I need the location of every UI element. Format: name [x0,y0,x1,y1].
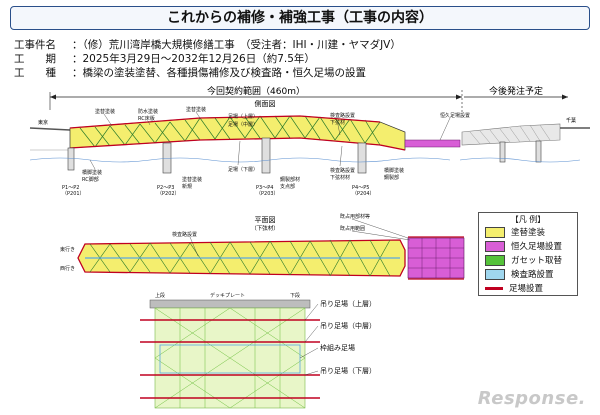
svg-text:（P202）: （P202） [157,191,180,197]
svg-text:橋脚塗装: 橋脚塗装 [82,169,102,176]
svg-text:既占用範囲: 既占用範囲 [340,225,365,232]
svg-text:検査路設置: 検査路設置 [330,167,355,174]
svg-text:新規: 新規 [182,183,192,190]
svg-text:検査路設置: 検査路設置 [172,231,197,238]
svg-text:下弦材: 下弦材 [330,119,345,126]
contract-range: 今回契約範囲（460m） [49,85,463,112]
plan-view: 東行き 西行き 検査路設置 既占用部材等 既占用範囲 [60,213,465,280]
svg-text:枠組み足場: 枠組み足場 [320,343,355,352]
side-view-title: 側面図 [255,99,276,108]
svg-text:（P204）: （P204） [352,191,375,197]
info-row-period: 工 期：2025年3月29日～2032年12月26日（約7.5年） [14,53,315,65]
svg-text:下弦材材: 下弦材材 [330,174,350,181]
page-title: これからの補修・補強工事（工事の内容） [10,6,590,30]
svg-text:支点部: 支点部 [280,183,295,190]
info-row-name: 工事件名：（修）荒川湾岸橋大規模修繕工事 （受注者：IHI・川建・ヤマダJV） [14,39,401,51]
legend: 【凡 例】 塗替塗装 恒久足場設置 ガセット取替 検査路設置 足場設置 [478,212,578,296]
svg-text:P2～P3: P2～P3 [157,185,174,191]
cross-section: 上段 デッキプレート 下段 吊り足場（上層） 吊り足場（中層） 枠組み足場 吊り… [140,292,376,409]
svg-text:恒久足場設置: 恒久足場設置 [440,112,470,119]
svg-text:鋼製部: 鋼製部 [384,174,399,181]
svg-text:西行き: 西行き [60,265,75,272]
svg-text:塗替塗装: 塗替塗装 [186,106,206,113]
svg-text:吊り足場（中層）: 吊り足場（中層） [320,321,376,330]
legend-swatch [485,268,505,280]
side-left-end: 東京 [38,119,48,126]
svg-text:検査路設置: 検査路設置 [330,112,355,119]
legend-item-painting: 塗替塗装 [479,225,577,239]
watermark-logo: Response. [477,388,586,409]
svg-text:P3～P4: P3～P4 [256,185,273,191]
future-range-label: 今後発注予定 [489,85,543,97]
svg-text:下段: 下段 [290,292,300,299]
legend-title: 【凡 例】 [510,215,546,224]
svg-text:（P201）: （P201） [62,191,85,197]
svg-text:RC床版: RC床版 [138,115,155,122]
svg-text:足場（下層）: 足場（下層） [228,166,258,173]
svg-text:塗替塗装: 塗替塗装 [182,176,202,183]
svg-text:塗替塗装: 塗替塗装 [95,108,115,115]
svg-text:既占用部材等: 既占用部材等 [340,213,370,220]
legend-item-scaffold: 足場設置 [479,281,577,295]
svg-text:足場（中層）: 足場（中層） [228,121,258,128]
legend-swatch [485,240,505,252]
future-range: 今後発注予定 [464,85,568,100]
plan-view-subtitle: （下弦材） [251,224,279,232]
info-row-type: 工 種：橋梁の塗装塗替、各種損傷補修及び検査路・恒久足場の設置 [14,67,366,79]
side-view: 東京 千葉 塗替塗装 防水塗装 RC床版 塗替塗装 足場（上層） 足場（中層） … [29,106,590,197]
svg-text:RC脚部: RC脚部 [82,176,99,183]
legend-swatch [485,226,505,238]
legend-swatch [485,254,505,266]
svg-text:（P203）: （P203） [256,191,279,197]
contract-range-label: 今回契約範囲（460m） [207,85,305,97]
legend-item-inspection: 検査路設置 [479,267,577,281]
legend-swatch [485,286,503,290]
svg-text:上段: 上段 [155,292,165,299]
svg-text:デッキプレート: デッキプレート [210,292,245,299]
svg-text:吊り足場（下層）: 吊り足場（下層） [320,366,376,375]
svg-text:防水塗装: 防水塗装 [138,108,158,115]
svg-text:足場（上層）: 足場（上層） [228,113,258,120]
side-right-end: 千葉 [566,117,576,124]
svg-text:P1～P2: P1～P2 [62,185,79,191]
svg-text:吊り足場（上層）: 吊り足場（上層） [320,299,376,308]
legend-item-gusset: ガセット取替 [479,253,577,267]
legend-item-permanent-scaffold: 恒久足場設置 [479,239,577,253]
svg-text:P4～P5: P4～P5 [352,185,369,191]
svg-text:橋脚塗装: 橋脚塗装 [384,167,404,174]
plan-view-title: 平面図 [255,216,276,224]
svg-text:東行き: 東行き [60,246,75,253]
svg-text:鋼製部材: 鋼製部材 [280,176,300,183]
